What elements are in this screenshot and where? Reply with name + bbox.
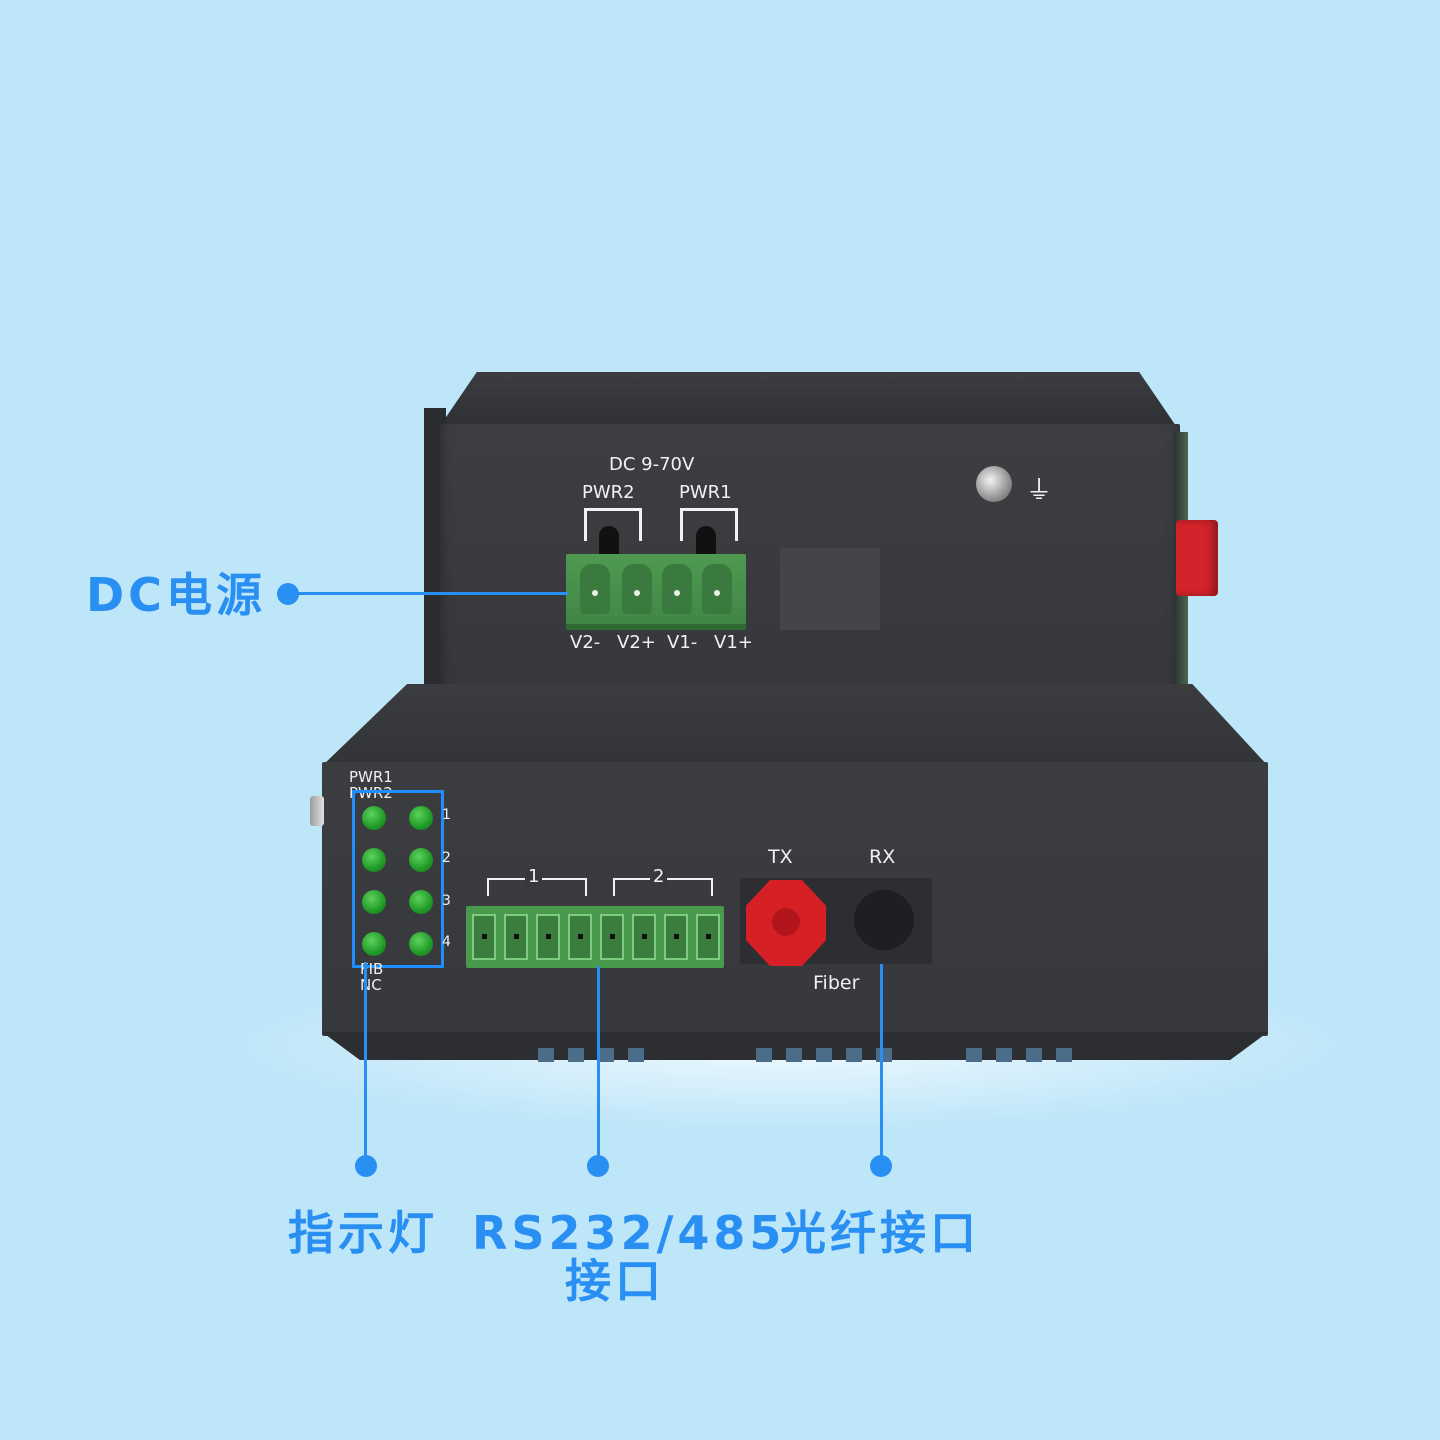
pwr2-label: PWR2: [582, 482, 635, 503]
tx-fiber-port: [746, 880, 826, 966]
fiber-callout-line: [880, 964, 883, 1166]
pin-label-v1-minus: V1-: [667, 632, 698, 653]
pwr2-jack: [599, 526, 619, 556]
pwr1-jack: [696, 526, 716, 556]
pin-label-v2-plus: V2+: [617, 632, 656, 653]
ground-screw: [976, 466, 1012, 502]
led-pwr-4: [362, 932, 386, 956]
pin-label-v2-minus: V2-: [570, 632, 601, 653]
dc-power-callout-dot: [277, 583, 299, 605]
dc-power-terminal: [566, 554, 746, 630]
led-pwr-1: [362, 806, 386, 830]
bottom-device: [322, 684, 1268, 1062]
led-fib-4: [409, 932, 433, 956]
led-fib-2: [409, 848, 433, 872]
fiber-callout-dot: [870, 1155, 892, 1177]
fiber-label: Fiber: [813, 972, 860, 994]
serial-terminal-block: [466, 906, 724, 968]
dc-power-callout-label: DC电源: [86, 568, 266, 622]
indicator-callout-label: 指示灯: [288, 1206, 438, 1260]
serial-group-2-label: 2: [650, 866, 668, 887]
side-knob: [310, 796, 324, 826]
rx-label: RX: [869, 846, 896, 868]
led-pwr-2: [362, 848, 386, 872]
bottom-vents-left: [538, 1048, 644, 1062]
led-row-label-1: 1: [442, 807, 451, 823]
serial-callout-label-line1: RS232/485: [472, 1206, 786, 1260]
led-fib-1: [409, 806, 433, 830]
bottom-vents-right: [966, 1048, 1072, 1062]
led-row-label-2: 2: [442, 850, 451, 866]
serial-callout-line: [597, 966, 600, 1166]
bottom-vents-center: [756, 1048, 892, 1062]
top-device-lid: [440, 372, 1176, 426]
indicator-led-highlight: [352, 790, 444, 968]
label-window: [780, 548, 880, 630]
serial-callout-dot: [587, 1155, 609, 1177]
led-label-pwr1: PWR1: [349, 768, 393, 786]
fiber-callout-label: 光纤接口: [780, 1206, 980, 1260]
pin-label-v1-plus: V1+: [714, 632, 753, 653]
led-pwr-3: [362, 890, 386, 914]
ground-icon: ⏚: [1026, 476, 1053, 506]
indicator-callout-line: [364, 962, 367, 1166]
side-fiber-connector: [1176, 520, 1218, 596]
dc-power-callout-line: [290, 592, 568, 595]
led-row-label-3: 3: [442, 893, 451, 909]
rx-fiber-port: [854, 890, 914, 950]
serial-group-1-label: 1: [525, 866, 543, 887]
pwr1-bracket: [680, 508, 738, 541]
led-row-label-4: 4: [442, 934, 451, 950]
voltage-label: DC 9-70V: [609, 454, 695, 475]
pwr2-bracket: [584, 508, 642, 541]
bottom-device-lid: [322, 684, 1268, 766]
serial-callout-label-line2: 接口: [565, 1254, 665, 1308]
led-label-pwr2: PWR2: [349, 784, 393, 802]
indicator-callout-dot: [355, 1155, 377, 1177]
led-fib-3: [409, 890, 433, 914]
tx-label: TX: [768, 846, 793, 868]
pwr1-label: PWR1: [679, 482, 732, 503]
